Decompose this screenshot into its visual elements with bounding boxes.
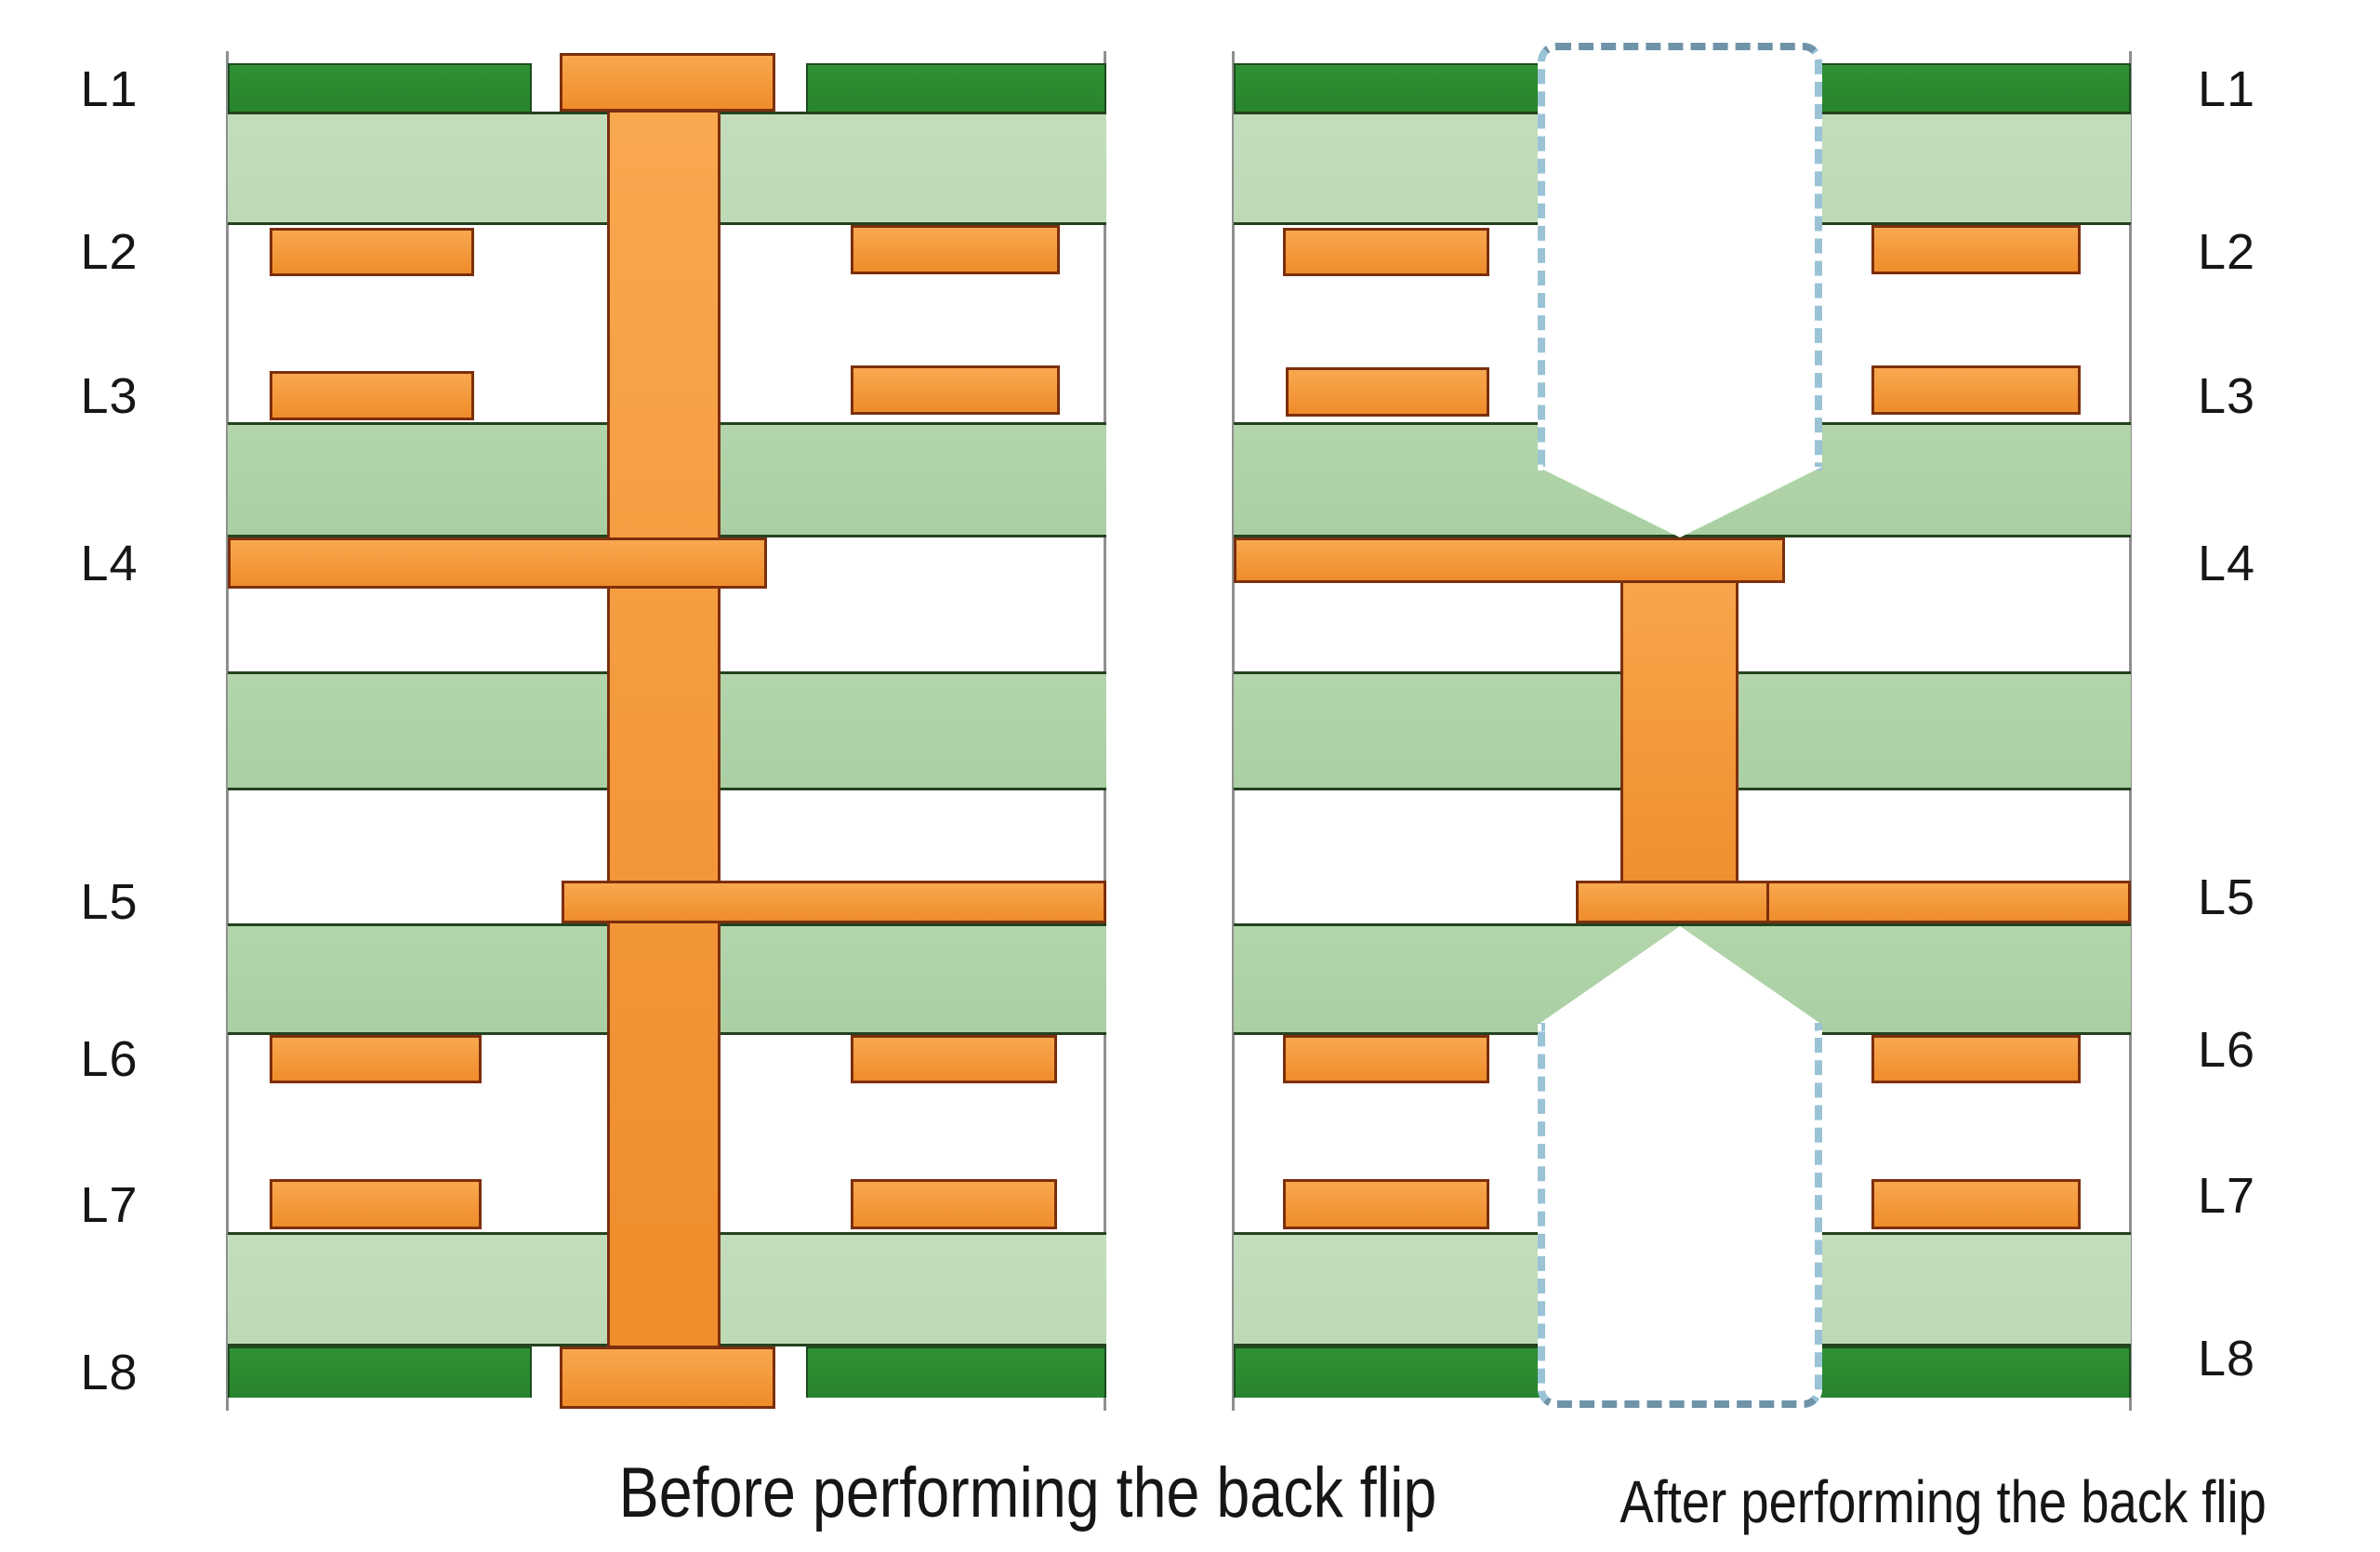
layer-label-l7-right: L7 [2197, 1168, 2256, 1224]
l5-trace [562, 881, 1106, 923]
layer-label-l2-left: L2 [80, 224, 139, 280]
via-bottom-pad [560, 1346, 775, 1409]
layer-label-l1-left: L1 [80, 61, 139, 117]
caption-after: After performing the back flip [1525, 1467, 2361, 1536]
layer-label-l4-left: L4 [80, 536, 139, 591]
via-top-pad [560, 53, 775, 112]
l3-trace-left [1286, 367, 1489, 417]
l4-trace [228, 537, 767, 589]
layer-label-l1-right: L1 [2197, 61, 2256, 117]
layer-label-l6-right: L6 [2197, 1022, 2256, 1078]
layer-label-l5-left: L5 [80, 874, 139, 930]
layer-label-l7-left: L7 [80, 1177, 139, 1233]
l3-trace-right [851, 365, 1060, 415]
l3-trace-right [1871, 365, 2081, 415]
layer-label-l5-right: L5 [2197, 869, 2256, 925]
layer-label-l8-right: L8 [2197, 1331, 2256, 1386]
layer-label-l3-left: L3 [80, 368, 139, 424]
l7-trace-left [1283, 1179, 1489, 1229]
via-stub-barrel [1620, 537, 1739, 923]
l3-trace-left [270, 371, 474, 420]
board-edge-left [226, 51, 229, 1411]
l8-outer-copper-left [228, 1346, 532, 1398]
l6-trace-left [270, 1035, 482, 1083]
layer-label-l6-left: L6 [80, 1031, 139, 1087]
caption-before: Before performing the back flip [446, 1453, 1608, 1533]
l6-trace-left [1283, 1035, 1489, 1083]
l7-trace-left [270, 1179, 482, 1229]
board-edge-left [1232, 51, 1235, 1411]
backdrill-hole-bottom [1538, 1023, 1822, 1408]
caption-after-text: After performing the back flip [1620, 1468, 2267, 1535]
l2-trace-right [1871, 225, 2081, 274]
layer-label-l2-right: L2 [2197, 224, 2256, 280]
l2-trace-left [270, 228, 474, 276]
layer-label-l4-right: L4 [2197, 536, 2256, 591]
l5-pad-edge-line [1766, 883, 1769, 921]
l2-trace-right [851, 225, 1060, 274]
l7-trace-right [851, 1179, 1057, 1229]
l4-trace [1234, 537, 1785, 583]
l1-outer-copper-left [228, 63, 532, 112]
layer-label-l8-left: L8 [80, 1345, 139, 1400]
backdrill-hole-top [1538, 43, 1822, 471]
layer-label-l3-right: L3 [2197, 368, 2256, 424]
l5-trace-with-pad [1576, 881, 2131, 923]
through-via-barrel [607, 110, 721, 1348]
l2-trace-left [1283, 228, 1489, 276]
l7-trace-right [1871, 1179, 2081, 1229]
l1-outer-copper-right [806, 63, 1106, 112]
caption-before-text: Before performing the back flip [618, 1453, 1436, 1532]
l6-trace-right [851, 1035, 1057, 1083]
l6-trace-right [1871, 1035, 2081, 1083]
l8-outer-copper-right [806, 1346, 1106, 1398]
